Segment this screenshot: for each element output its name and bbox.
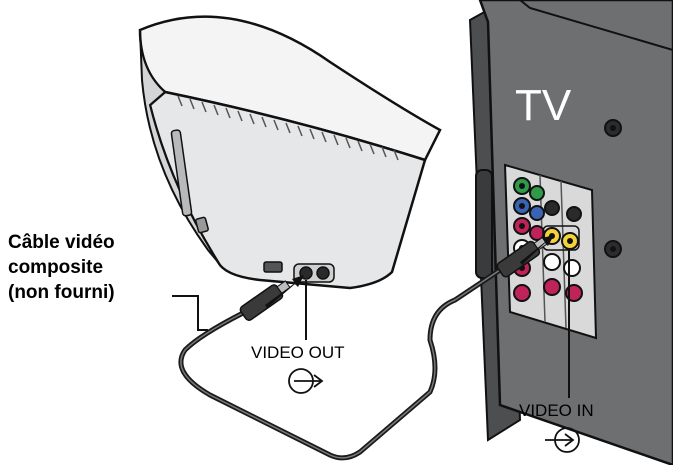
cable-wire-highlight: [180, 269, 501, 459]
tv-side-slot: [475, 169, 493, 279]
speaker-unit: [138, 15, 442, 290]
cable-wire: [178, 267, 503, 461]
tv-screw-hole-upper-inner: [610, 125, 616, 131]
tv-panel-divider-2: [560, 180, 567, 329]
cable-plug-out: [239, 280, 291, 321]
composite-cable: [178, 235, 554, 461]
insert-arrow-in: [520, 235, 554, 265]
speaker-side: [139, 29, 219, 263]
cable-label-line3: (non fourni): [8, 282, 115, 303]
insert-arrow-out: [265, 275, 304, 308]
cable-plug-in: [496, 236, 548, 278]
tv-unit: [468, 0, 673, 465]
video-in-label: VIDEO IN: [519, 401, 594, 420]
speaker-grille: [177, 95, 399, 161]
arrow-in-circle-icon: [545, 427, 580, 453]
cable-leader-line: [172, 295, 208, 331]
cable-label-line2: composite: [8, 257, 104, 278]
tv-label: TV: [515, 81, 572, 130]
speaker-usb-port: [263, 261, 283, 273]
tv-top-rim: [519, 0, 673, 51]
cable-label: Câble vidéo composite (non fourni): [8, 230, 115, 305]
speaker-small-port: [195, 216, 209, 234]
cable-label-line1: Câble vidéo: [8, 232, 115, 253]
tv-screw-hole-lower-inner: [610, 246, 616, 252]
speaker-vertical-slot: [170, 129, 193, 217]
speaker-aux-jack: [316, 266, 330, 280]
video-out-label: VIDEO OUT: [251, 343, 345, 362]
arrow-out-circle-icon: [288, 368, 324, 394]
